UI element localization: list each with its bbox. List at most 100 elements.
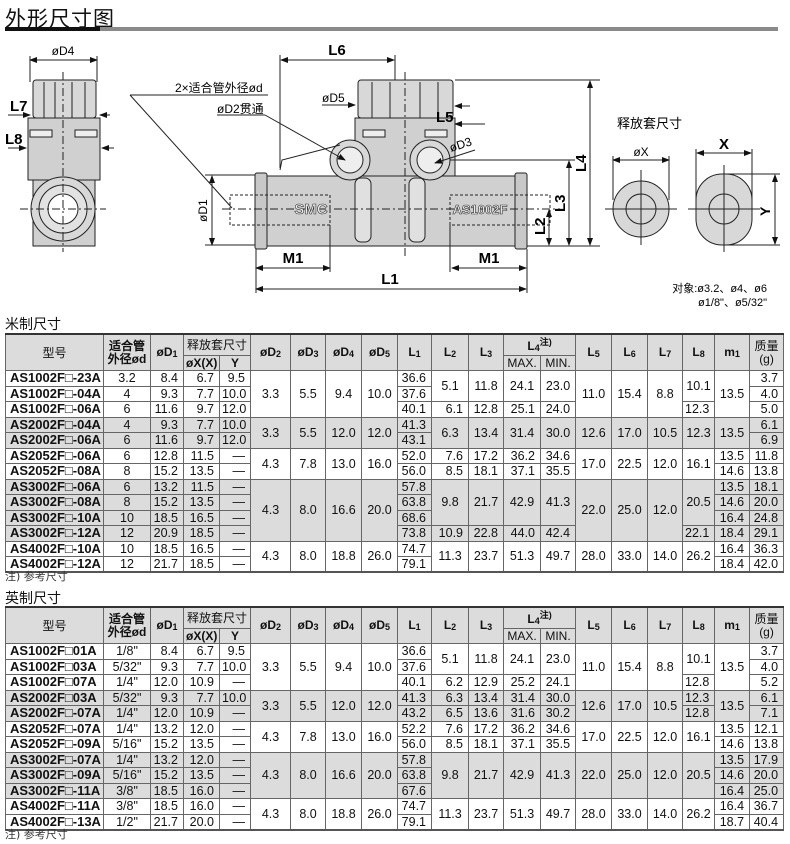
- value-cell: 67.6: [397, 782, 433, 799]
- value-cell: 16.1: [682, 720, 716, 753]
- value-cell: 30.0: [540, 689, 577, 706]
- value-cell: 36.6: [397, 643, 433, 660]
- value-cell: 6.1: [749, 689, 785, 706]
- model-cell: AS2052F□-09A: [5, 736, 104, 753]
- value-cell: 25.0: [749, 782, 785, 799]
- value-cell: 3.7: [749, 370, 785, 387]
- header-sub: 8: [699, 348, 705, 359]
- model-cell: AS4002F□-13A: [5, 813, 104, 830]
- value-cell: 11.6: [150, 432, 184, 449]
- value-cell: 42.4: [540, 525, 577, 542]
- metric-note: 注) 参考尺寸: [5, 570, 68, 583]
- label-L5: L5: [436, 109, 454, 126]
- value-cell: 4.0: [749, 658, 785, 675]
- value-cell: 37.6: [397, 385, 433, 402]
- header-sub: 6: [630, 621, 636, 632]
- value-cell: 49.7: [540, 798, 577, 830]
- value-cell: 10: [103, 509, 151, 526]
- tube-od-line1: 适合管: [108, 611, 145, 626]
- value-cell: 9.3: [150, 385, 184, 402]
- value-cell: 12.0: [183, 751, 220, 768]
- value-cell: 51.3: [503, 798, 542, 830]
- value-cell: 13.4: [468, 689, 505, 706]
- value-cell: 16.5: [183, 509, 220, 526]
- value-cell: 12: [103, 556, 151, 573]
- value-cell: 9.7: [183, 401, 220, 418]
- value-cell: 15.2: [150, 494, 184, 511]
- value-cell: 15.2: [150, 736, 184, 753]
- model-cell: AS3002F□-08A: [5, 494, 104, 511]
- value-cell: 49.7: [540, 540, 577, 573]
- header-main: L: [443, 344, 452, 359]
- header-sub: 1: [172, 348, 178, 359]
- value-cell: 8.0: [290, 751, 327, 799]
- value-cell: 12.0: [325, 416, 363, 449]
- header-sub: 5: [385, 348, 391, 359]
- header-main: øD: [156, 617, 173, 632]
- value-cell: 10.1: [682, 643, 716, 675]
- header-sub: 1: [734, 348, 740, 359]
- value-cell: 20.0: [749, 494, 785, 511]
- value-cell: 17.0: [575, 720, 613, 753]
- value-cell: 18.8: [325, 540, 363, 573]
- value-cell: 18.5: [150, 509, 184, 526]
- value-cell: 6.1: [431, 401, 470, 418]
- value-cell: —: [218, 813, 252, 830]
- header-sub: 2: [451, 348, 457, 359]
- value-cell: 18.5: [150, 782, 184, 799]
- value-cell: 25.0: [611, 751, 649, 799]
- value-cell: 25.2: [503, 674, 542, 691]
- col-L2: L2: [431, 606, 470, 644]
- value-cell: 44.0: [503, 525, 542, 542]
- value-cell: 74.7: [397, 540, 433, 557]
- value-cell: 16.4: [714, 509, 751, 526]
- label-L3: L3: [552, 194, 569, 212]
- model-cell: AS3002F□-09A: [5, 767, 104, 784]
- label-L2: L2: [532, 217, 549, 235]
- value-cell: 56.0: [397, 736, 433, 753]
- value-cell: —: [218, 751, 252, 768]
- value-cell: —: [218, 674, 252, 691]
- body-model-marking: AS1002F: [453, 202, 508, 217]
- value-cell: 13.5: [714, 370, 751, 418]
- model-cell: AS1002F□-23A: [5, 370, 104, 387]
- value-cell: 6: [103, 478, 151, 495]
- value-cell: 16.0: [183, 782, 220, 799]
- value-cell: 14.0: [647, 798, 684, 830]
- col-tube-od: 适合管外径ød: [103, 333, 151, 371]
- value-cell: 37.1: [503, 463, 542, 480]
- header-sub: 1: [415, 621, 421, 632]
- col-L4-max: MAX.: [503, 355, 542, 371]
- col-L8: L8: [682, 606, 716, 644]
- label-D3: øD3: [448, 134, 474, 154]
- value-cell: 13.0: [325, 720, 363, 753]
- value-cell: 4.3: [250, 478, 292, 542]
- header-sub: 1: [734, 621, 740, 632]
- value-cell: 6.5: [431, 705, 470, 722]
- col-release: 释放套尺寸: [182, 606, 252, 629]
- col-L4: L4注): [503, 333, 577, 356]
- value-cell: 18.1: [749, 478, 785, 495]
- col-D3: øD3: [290, 606, 327, 644]
- value-cell: 7.7: [183, 689, 220, 706]
- label-L4: L4: [573, 154, 590, 172]
- value-cell: 18.1: [468, 736, 505, 753]
- value-cell: 25.0: [611, 478, 649, 542]
- model-cell: AS3002F□-07A: [5, 751, 104, 768]
- value-cell: 12.6: [575, 416, 613, 449]
- value-cell: 9.3: [150, 658, 184, 675]
- value-cell: 3.3: [250, 689, 292, 722]
- value-cell: 6: [103, 401, 151, 418]
- value-cell: —: [218, 767, 252, 784]
- value-cell: 12.3: [682, 416, 716, 449]
- value-cell: 5.0: [749, 401, 785, 418]
- value-cell: 12.8: [150, 447, 184, 464]
- value-cell: 14.6: [714, 767, 751, 784]
- label-X-round: øX: [633, 145, 648, 159]
- value-cell: 13.5: [714, 751, 751, 768]
- value-cell: 18.5: [150, 798, 184, 815]
- value-cell: 7.1: [749, 705, 785, 722]
- value-cell: 15.4: [611, 643, 649, 691]
